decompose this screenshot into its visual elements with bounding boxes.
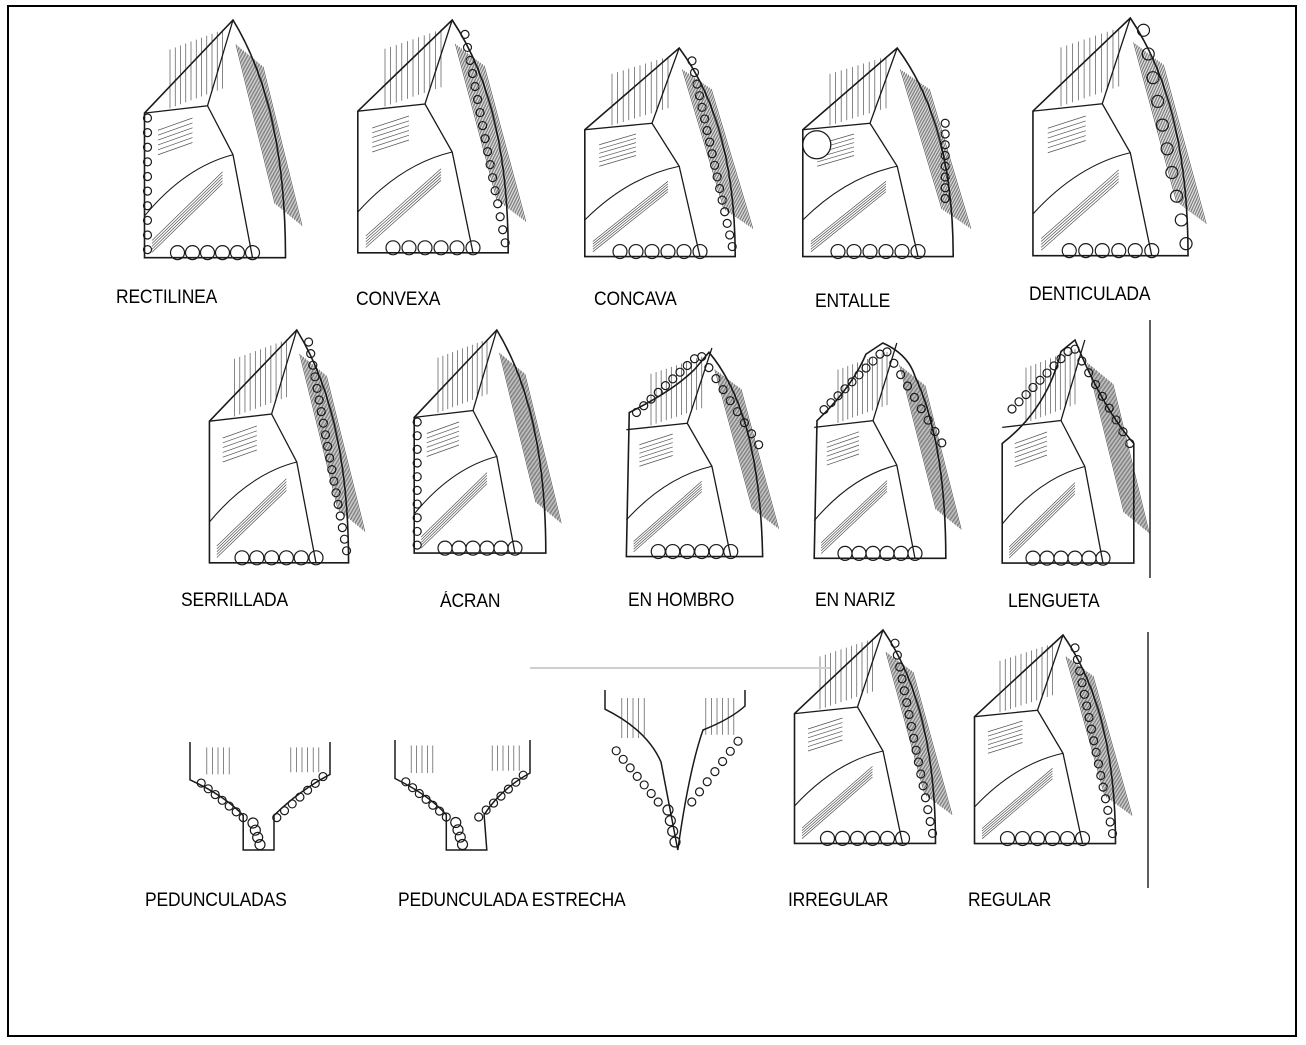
- tool-concava: [585, 48, 753, 259]
- label-lengueta: LENGUETA: [1008, 591, 1099, 613]
- label-acran: ÁCRAN: [440, 591, 500, 613]
- tool-entalle: [803, 48, 971, 259]
- label-pedunculada-estrecha: PEDUNCULADA ESTRECHA: [398, 890, 625, 912]
- tool-lengueta: [1002, 340, 1149, 565]
- label-regular: REGULAR: [968, 890, 1051, 912]
- tool-regular: [975, 635, 1133, 846]
- tool-denticulada: [1033, 18, 1206, 258]
- label-en-hombro: EN HOMBRO: [628, 590, 734, 612]
- tool-en-nariz: [814, 343, 961, 560]
- label-entalle: ENTALLE: [815, 291, 890, 313]
- label-serrillada: SERRILLADA: [181, 590, 288, 612]
- label-convexa: CONVEXA: [356, 289, 440, 311]
- tool-pedunculada-2: [395, 740, 530, 850]
- label-pedunculadas: PEDUNCULADAS: [145, 890, 287, 912]
- tool-rectilinea: [144, 20, 303, 260]
- label-irregular: IRREGULAR: [788, 890, 888, 912]
- label-denticulada: DENTICULADA: [1029, 284, 1150, 306]
- tool-en-hombro: [626, 348, 778, 559]
- label-rectilinea: RECTILINEA: [116, 287, 217, 309]
- tool-pedunculada-estrecha: [605, 690, 745, 850]
- label-en-nariz: EN NARIZ: [815, 590, 895, 612]
- tool-acran: [413, 330, 561, 555]
- tool-convexa: [358, 20, 526, 255]
- tool-serrillada: [209, 330, 364, 565]
- tool-irregular: [795, 630, 953, 845]
- tool-pedunculada-1: [190, 742, 330, 850]
- label-concava: CONCAVA: [594, 289, 677, 311]
